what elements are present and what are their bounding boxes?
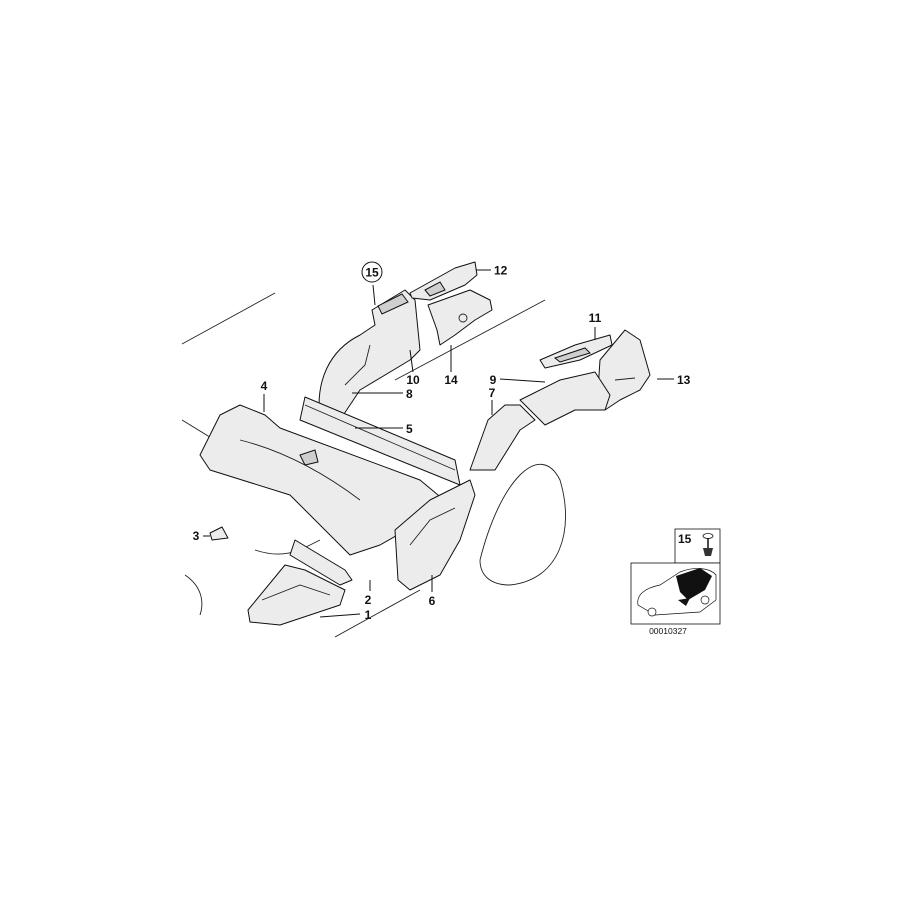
callout-3[interactable]: 3 bbox=[193, 529, 200, 543]
car-silhouette-icon bbox=[637, 568, 717, 617]
callout-14[interactable]: 14 bbox=[444, 373, 458, 387]
callout-12[interactable]: 12 bbox=[494, 264, 508, 278]
callout-7[interactable]: 7 bbox=[489, 386, 496, 400]
callout-1[interactable]: 1 bbox=[365, 608, 372, 622]
callout-5[interactable]: 5 bbox=[406, 422, 413, 436]
callout-15-circle bbox=[361, 261, 383, 283]
callout-4[interactable]: 4 bbox=[261, 379, 268, 393]
part-2-support-strip bbox=[289, 539, 353, 586]
diagram-code: 00010327 bbox=[649, 626, 687, 636]
part-12-trim-cover bbox=[409, 261, 478, 301]
clip-fastener-icon bbox=[702, 533, 714, 556]
leader-lines bbox=[203, 269, 674, 618]
callout-13[interactable]: 13 bbox=[677, 373, 691, 387]
callout-8[interactable]: 8 bbox=[406, 387, 413, 401]
part-4-floor-covering bbox=[199, 404, 451, 556]
part-3-small-clip bbox=[209, 526, 229, 541]
inset-label: 15 bbox=[678, 532, 692, 546]
callout-15[interactable]: 15 bbox=[365, 266, 379, 280]
callout-10[interactable]: 10 bbox=[406, 373, 420, 387]
part-6-side-trim bbox=[394, 479, 476, 591]
part-7-side-trim bbox=[469, 404, 536, 471]
callouts: 15 12 11 10 14 9 13 4 8 7 5 3 2 6 1 bbox=[193, 261, 691, 622]
car-body-outline bbox=[181, 292, 566, 638]
part-1-floor-tray bbox=[247, 564, 346, 626]
part-14-side-panel bbox=[427, 289, 493, 346]
callout-11[interactable]: 11 bbox=[589, 311, 602, 325]
callout-2[interactable]: 2 bbox=[365, 593, 372, 607]
callout-9[interactable]: 9 bbox=[490, 373, 497, 387]
part-9-wheel-arch-trim bbox=[519, 371, 611, 426]
callout-6[interactable]: 6 bbox=[429, 594, 436, 608]
part-10-trim-panel bbox=[318, 289, 421, 421]
inset-panel: 15 00010327 bbox=[630, 528, 721, 636]
